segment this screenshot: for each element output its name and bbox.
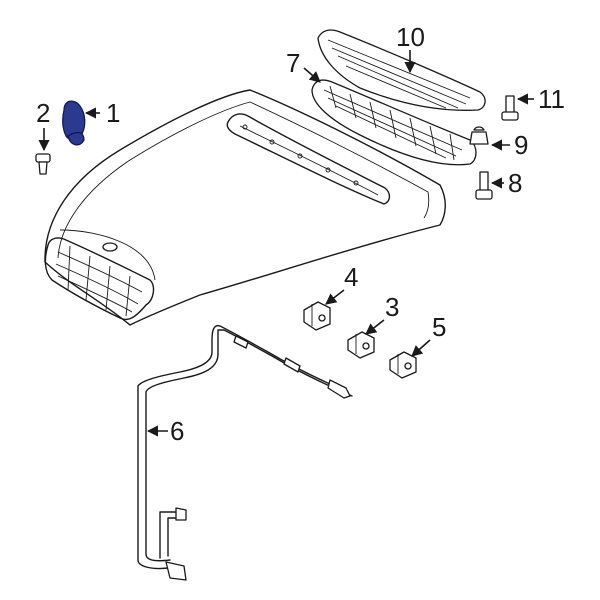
- callout-10: 10: [396, 22, 425, 74]
- part-6-release-cable: [137, 324, 353, 581]
- part-11-bolt: [501, 95, 519, 121]
- svg-text:8: 8: [508, 168, 522, 198]
- part-3-latch-clip: [347, 331, 375, 359]
- svg-text:9: 9: [514, 130, 528, 160]
- part-4-latch-clip: [303, 301, 331, 331]
- svg-text:2: 2: [36, 98, 50, 128]
- part-8-bolt: [475, 171, 493, 200]
- part-5-latch-clip: [389, 351, 417, 379]
- callout-1: 1: [84, 98, 120, 128]
- part-10-vent-cover: [317, 29, 486, 111]
- part-2-bolt: [35, 153, 51, 175]
- callout-3: 3: [365, 292, 399, 335]
- svg-text:11: 11: [538, 84, 565, 114]
- callout-2: 2: [36, 98, 50, 152]
- svg-text:5: 5: [432, 312, 446, 342]
- callout-7: 7: [286, 48, 321, 83]
- callout-6: 6: [146, 416, 184, 446]
- svg-text:6: 6: [170, 416, 184, 446]
- part-7-vent-grille: [311, 79, 477, 166]
- callout-11: 11: [516, 84, 565, 114]
- svg-text:1: 1: [106, 98, 120, 128]
- svg-text:7: 7: [286, 48, 300, 78]
- svg-text:10: 10: [396, 22, 425, 52]
- part-9-clip: [469, 126, 489, 145]
- svg-text:4: 4: [344, 262, 358, 292]
- callout-8: 8: [490, 168, 522, 198]
- svg-text:3: 3: [385, 292, 399, 322]
- callout-4: 4: [325, 262, 358, 305]
- part-1-stopper: [62, 100, 86, 146]
- hood-panel: [44, 89, 446, 326]
- callout-9: 9: [490, 130, 528, 160]
- callout-5: 5: [411, 312, 446, 357]
